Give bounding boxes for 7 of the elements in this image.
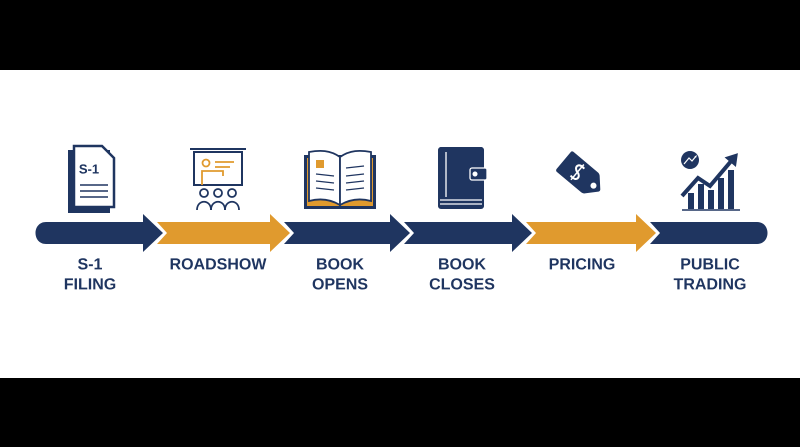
stage-label: BOOK OPENS	[312, 258, 368, 290]
stage-label: BOOK CLOSES	[430, 258, 494, 290]
icon-text: S-1	[79, 164, 99, 174]
stage-label: S-1 FILING	[64, 258, 116, 290]
stage-label: PUBLIC TRADING	[674, 258, 746, 290]
stage-label: PRICING	[550, 258, 614, 270]
stage-label: ROADSHOW	[170, 258, 266, 270]
